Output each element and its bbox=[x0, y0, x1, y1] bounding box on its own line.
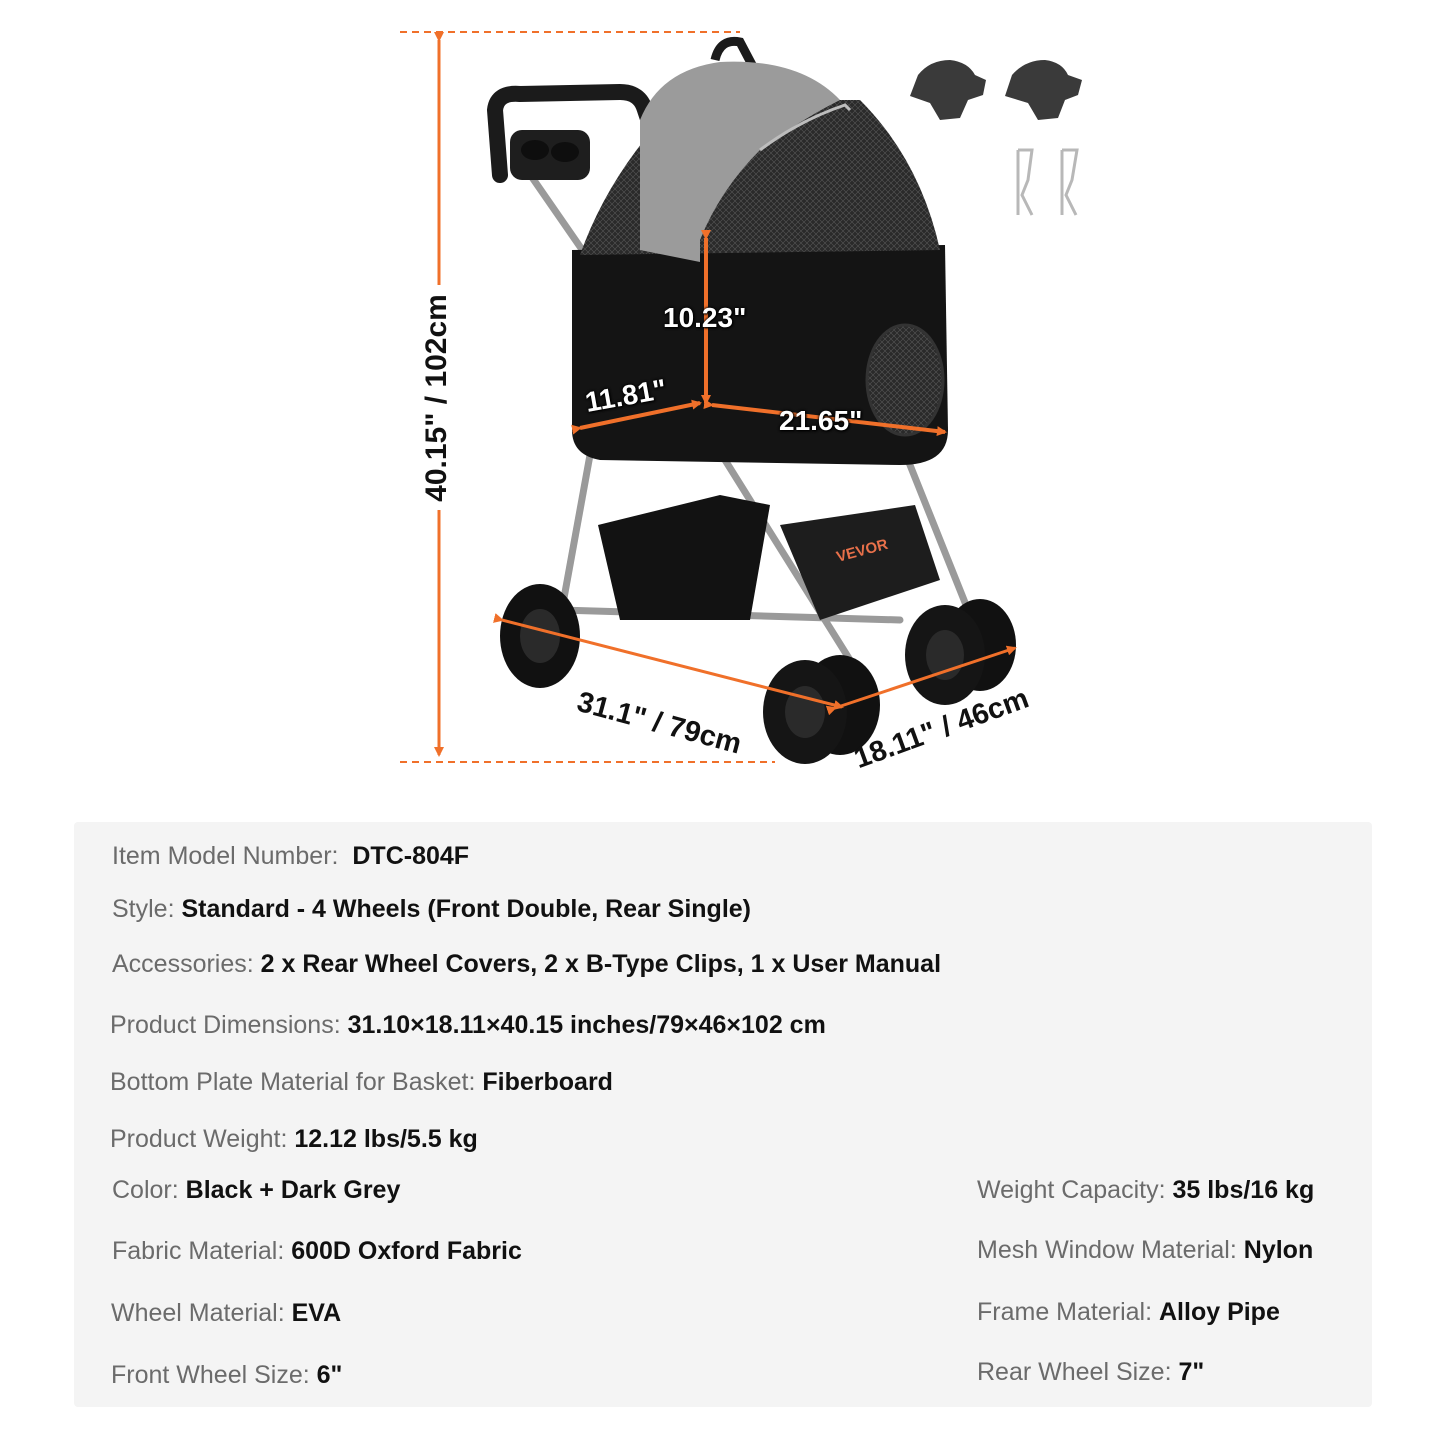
spec-label: Rear Wheel Size: bbox=[977, 1358, 1172, 1386]
spec-label: Style: bbox=[112, 895, 175, 923]
spec-value: Alloy Pipe bbox=[1159, 1298, 1280, 1326]
spec-label: Front Wheel Size: bbox=[111, 1361, 310, 1389]
spec-value: 35 lbs/16 kg bbox=[1172, 1176, 1315, 1204]
spec-label: Product Dimensions: bbox=[110, 1011, 341, 1039]
cabin-length-label: 21.65" bbox=[779, 405, 863, 436]
spec-dimensions: Product Dimensions: 31.10×18.11×40.15 in… bbox=[110, 1011, 826, 1040]
rear-wheel-cover-icon bbox=[910, 60, 986, 120]
spec-value: 6" bbox=[316, 1361, 343, 1389]
spec-wheel-material: Wheel Material: EVA bbox=[111, 1299, 341, 1328]
spec-label: Fabric Material: bbox=[112, 1237, 285, 1265]
height-dimension-label: 40.15" / 102cm bbox=[420, 294, 453, 502]
spec-model-number: Item Model Number: DTC-804F bbox=[112, 842, 469, 871]
spec-value: 31.10×18.11×40.15 inches/79×46×102 cm bbox=[347, 1011, 826, 1039]
spec-label: Color: bbox=[112, 1176, 179, 1204]
spec-value: DTC-804F bbox=[352, 842, 470, 870]
spec-label: Item Model Number: bbox=[112, 842, 339, 870]
spec-value: 2 x Rear Wheel Covers, 2 x B-Type Clips,… bbox=[260, 950, 942, 978]
spec-value: 7" bbox=[1178, 1358, 1205, 1386]
spec-weight-capacity: Weight Capacity: 35 lbs/16 kg bbox=[977, 1176, 1314, 1205]
spec-label: Accessories: bbox=[112, 950, 254, 978]
spec-value: 600D Oxford Fabric bbox=[291, 1237, 522, 1265]
cabin-height-label: 10.23" bbox=[663, 302, 747, 333]
spec-frame-material: Frame Material: Alloy Pipe bbox=[977, 1298, 1280, 1327]
spec-rear-wheel-size: Rear Wheel Size: 7" bbox=[977, 1358, 1204, 1387]
spec-label: Weight Capacity: bbox=[977, 1176, 1166, 1204]
spec-value: Fiberboard bbox=[482, 1068, 613, 1096]
spec-accessories: Accessories: 2 x Rear Wheel Covers, 2 x … bbox=[112, 950, 941, 979]
product-illustration: VEVOR bbox=[400, 31, 1082, 764]
spec-value: Standard - 4 Wheels (Front Double, Rear … bbox=[181, 895, 751, 923]
spec-style: Style: Standard - 4 Wheels (Front Double… bbox=[112, 895, 751, 924]
spec-value: Nylon bbox=[1243, 1236, 1314, 1264]
spec-color: Color: Black + Dark Grey bbox=[112, 1176, 400, 1205]
spec-basket-material: Bottom Plate Material for Basket: Fiberb… bbox=[110, 1068, 613, 1097]
spec-mesh-material: Mesh Window Material: Nylon bbox=[977, 1236, 1313, 1265]
spec-fabric-material: Fabric Material: 600D Oxford Fabric bbox=[112, 1237, 522, 1266]
b-type-clip-icon bbox=[1016, 148, 1079, 216]
spec-value: EVA bbox=[291, 1299, 342, 1327]
stroller-image: VEVOR bbox=[400, 31, 1082, 764]
spec-value: 12.12 lbs/5.5 kg bbox=[294, 1125, 478, 1153]
spec-label: Bottom Plate Material for Basket: bbox=[110, 1068, 476, 1096]
spec-value: Black + Dark Grey bbox=[185, 1176, 401, 1204]
spec-label: Product Weight: bbox=[110, 1125, 288, 1153]
specifications-panel bbox=[74, 822, 1372, 1407]
spec-label: Wheel Material: bbox=[111, 1299, 285, 1327]
rear-wheel-cover-icon bbox=[1005, 60, 1082, 120]
spec-weight: Product Weight: 12.12 lbs/5.5 kg bbox=[110, 1125, 478, 1154]
spec-front-wheel-size: Front Wheel Size: 6" bbox=[111, 1361, 342, 1390]
spec-label: Frame Material: bbox=[977, 1298, 1153, 1326]
spec-label: Mesh Window Material: bbox=[977, 1236, 1237, 1264]
